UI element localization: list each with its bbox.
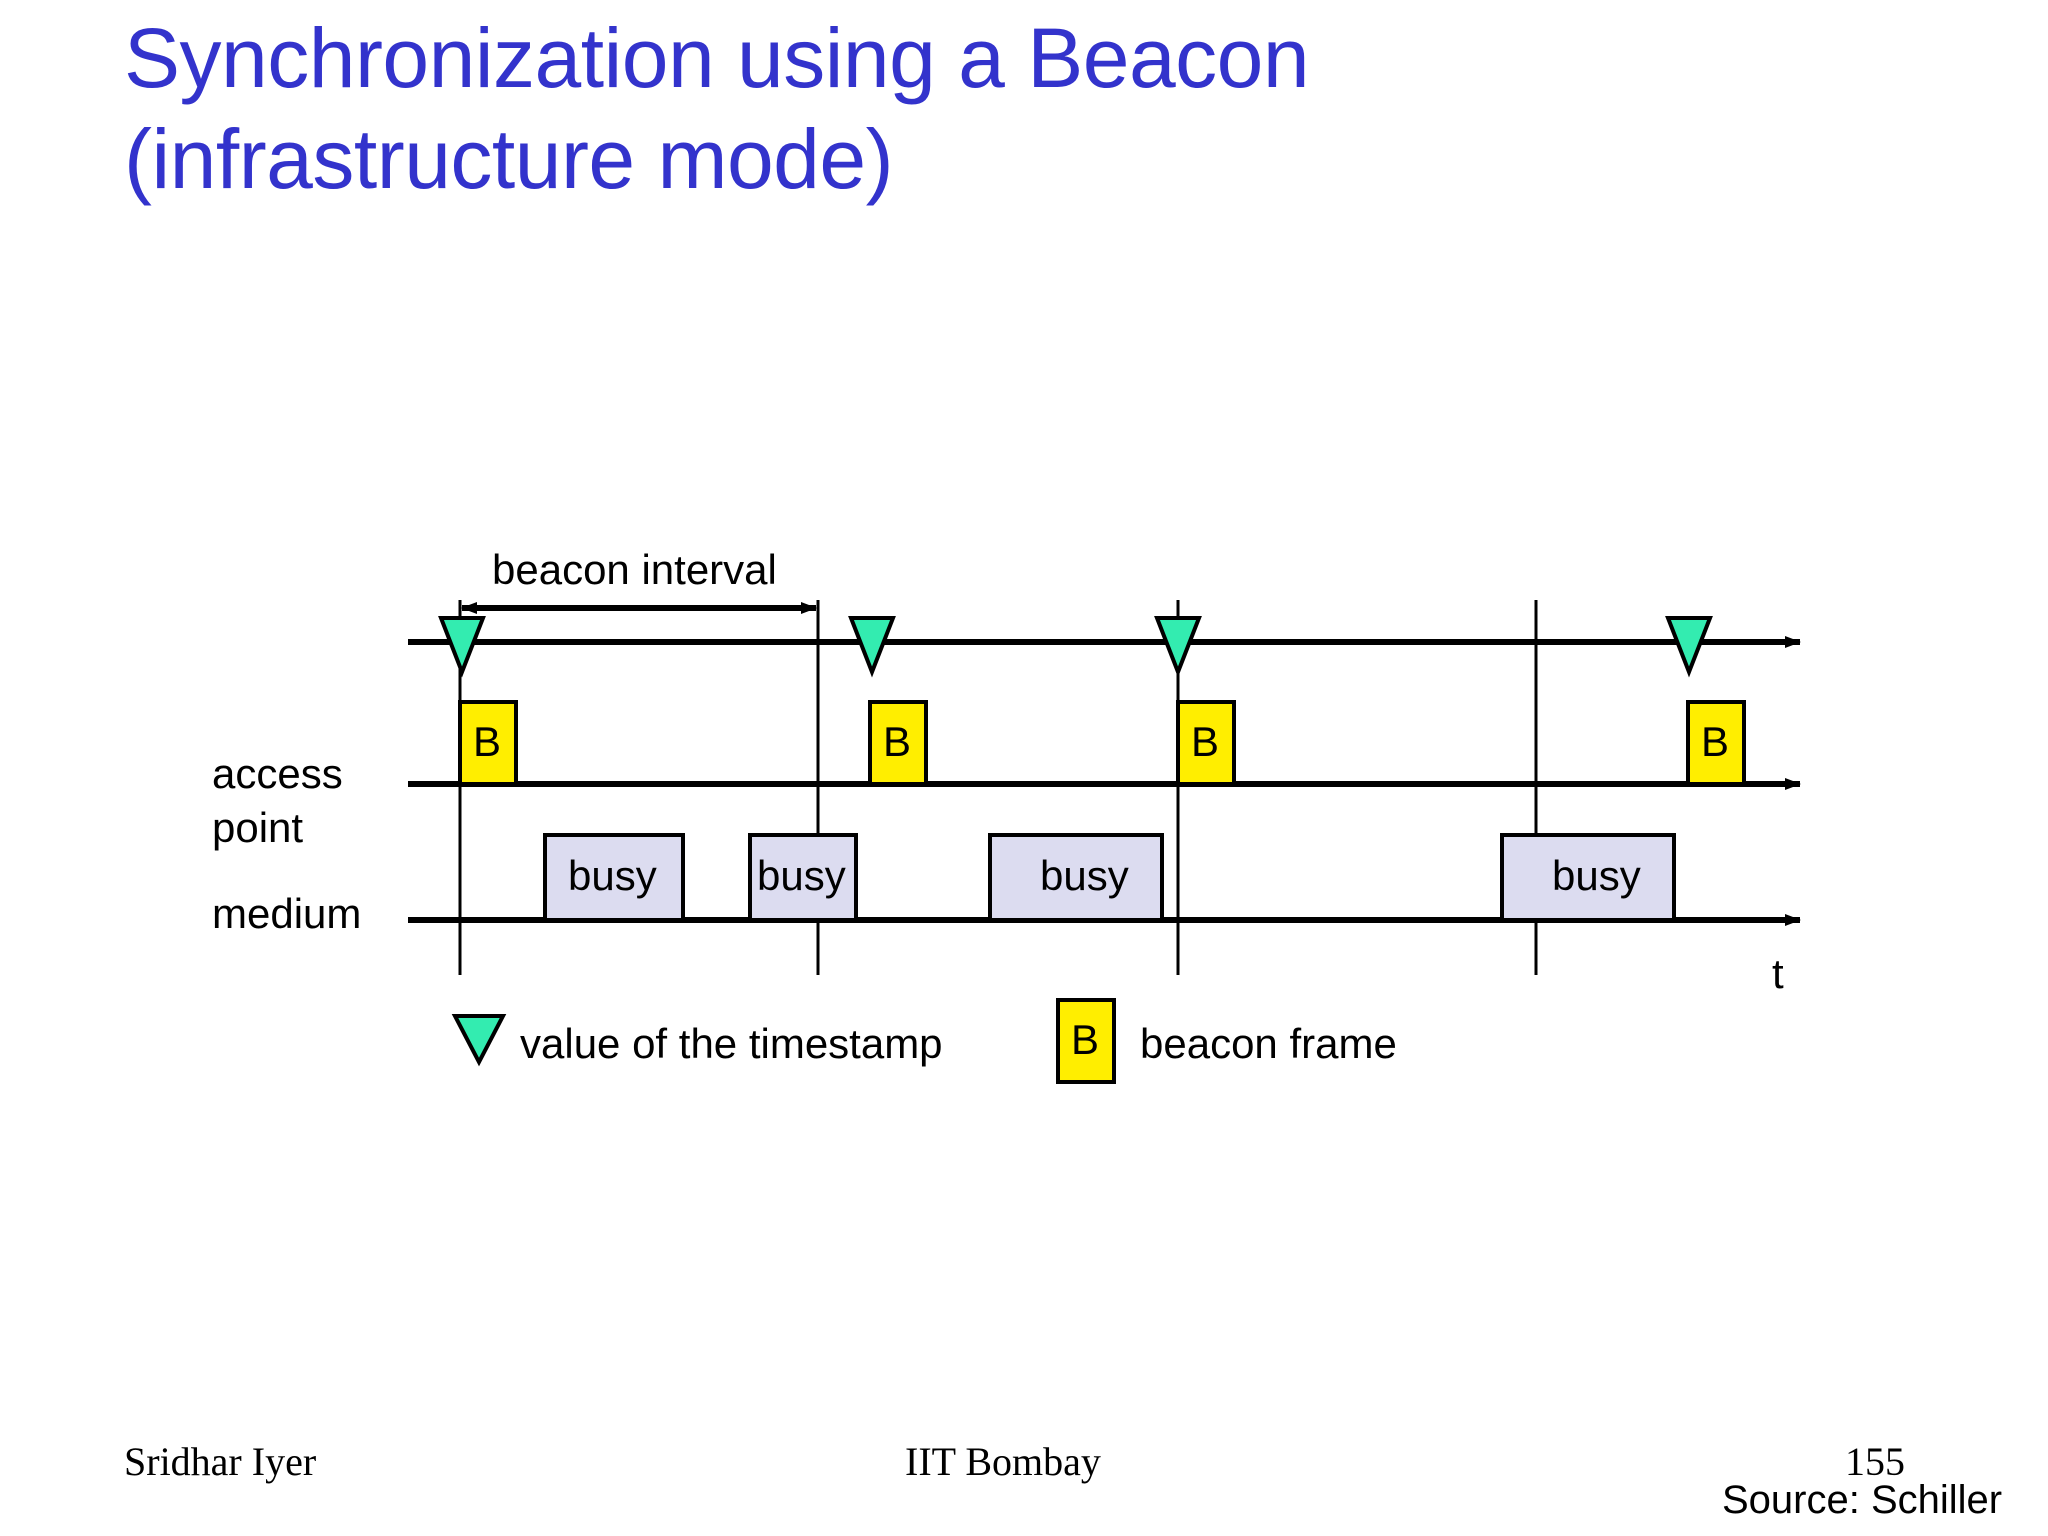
busy-label-4: busy (1552, 852, 1641, 899)
beacon-frame-label-1: B (473, 718, 502, 765)
access-label: access (212, 750, 343, 797)
footer-page-number: 155 (1845, 1439, 1905, 1484)
busy-label-1: busy (568, 852, 657, 899)
legend-beacon-box (1056, 998, 1116, 1084)
busy-label-2: busy (757, 852, 846, 899)
beacon-frame-box-2 (868, 700, 928, 786)
beacon-frame-label-2: B (883, 718, 912, 765)
busy-boxes (543, 833, 1676, 922)
beacon-frame-label-4: B (1701, 718, 1730, 765)
beacon-frame-boxes (458, 700, 1746, 786)
busy-box-3 (988, 833, 1164, 922)
timestamp-marker-2 (848, 616, 896, 678)
legend-beacon-text: beacon frame (1140, 1020, 1397, 1067)
point-label: point (212, 804, 304, 851)
footer-author: Sridhar Iyer (124, 1439, 317, 1484)
footer-source: Source: Schiller (1722, 1478, 2003, 1522)
timestamp-markers (438, 616, 1713, 678)
legend-beacon-box-label: B (1071, 1016, 1100, 1063)
legend-timestamp-icon (451, 1014, 507, 1067)
beacon-interval-label: beacon interval (492, 546, 777, 593)
busy-box-2 (748, 833, 858, 922)
beacon-frame-label-3: B (1191, 718, 1220, 765)
time-axis-label: t (1772, 950, 1784, 997)
timestamp-marker-1 (438, 616, 486, 678)
legend-timestamp-text: value of the timestamp (520, 1020, 943, 1067)
page-title: Synchronization using a Beacon (infrastr… (124, 11, 1310, 206)
beacon-frame-box-3 (1176, 700, 1236, 786)
busy-box-4 (1500, 833, 1676, 922)
busy-label-3: busy (1040, 852, 1129, 899)
timestamp-marker-4 (1665, 616, 1713, 678)
footer-organization: IIT Bombay (905, 1439, 1101, 1484)
beacon-frame-box-1 (458, 700, 518, 786)
diagram-legend: value of the timestamp beacon frame (430, 1000, 1830, 1090)
medium-label: medium (212, 890, 362, 937)
beacon-frame-box-4 (1686, 700, 1746, 786)
busy-box-1 (543, 833, 685, 922)
timestamp-marker-3 (1154, 616, 1202, 678)
